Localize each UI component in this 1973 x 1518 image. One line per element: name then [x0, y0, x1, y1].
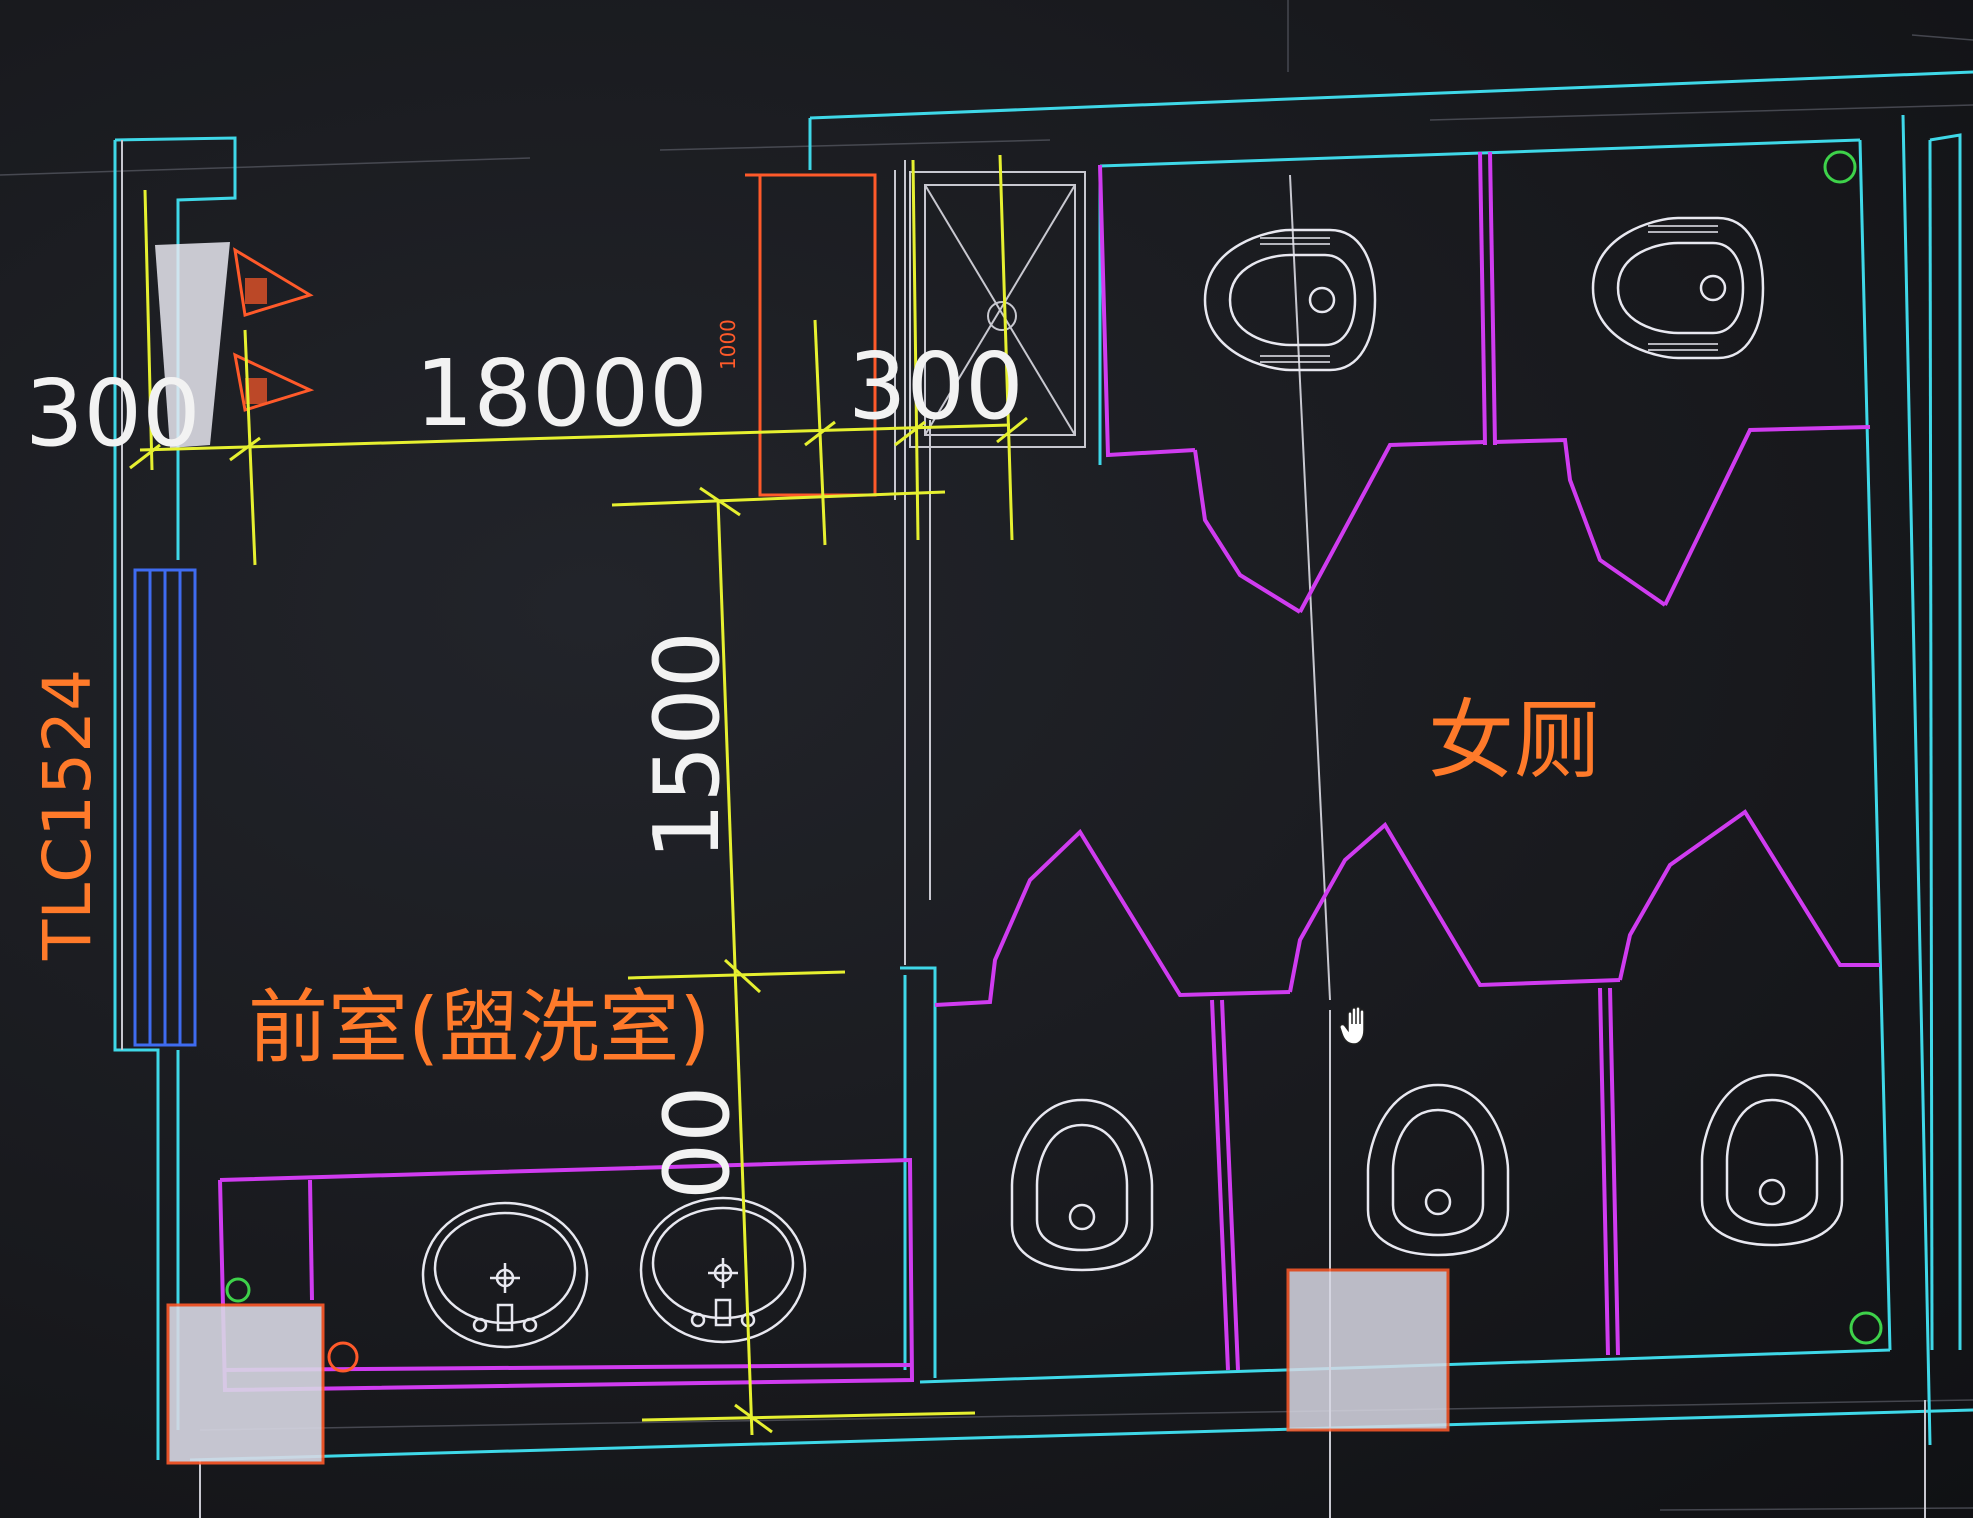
upper-stall-partitions [1098, 151, 1871, 614]
washbasin-icon [639, 1196, 807, 1344]
dimension-width: 18000 [415, 340, 708, 447]
structural-columns [166, 1268, 1450, 1465]
dimension-vertical-lower: 00 [645, 1085, 750, 1200]
wall-hairlines [121, 140, 1926, 1518]
washbasin-icon [421, 1201, 589, 1349]
lower-stall-partitions [934, 809, 1880, 1371]
squat-toilet-icon [1010, 1098, 1154, 1272]
squat-toilet-icon [1366, 1083, 1510, 1257]
squat-toilet-icon [1203, 228, 1377, 372]
dimension-vertical-1500: 1500 [635, 631, 740, 860]
floor-drain-icon [327, 1341, 359, 1373]
squat-toilet-icon [1591, 216, 1765, 360]
squat-toilet-icon [1700, 1073, 1844, 1247]
dimension-1000: 1000 [716, 319, 740, 370]
floor-drain-icon [225, 150, 1883, 1345]
entry-door [155, 242, 315, 448]
window-tlc1524 [133, 568, 197, 1047]
dimension-left-300: 300 [25, 360, 201, 467]
window-tag: TLC1524 [29, 669, 106, 961]
dimension-right-300: 300 [848, 333, 1024, 440]
pan-hand-icon [1339, 1006, 1365, 1045]
womens-restroom-label: 女厕 [1428, 691, 1600, 791]
anteroom-label: 前室(盥洗室) [248, 981, 710, 1074]
exterior-walls [113, 70, 1973, 1462]
dimension-lines [129, 154, 1028, 1436]
